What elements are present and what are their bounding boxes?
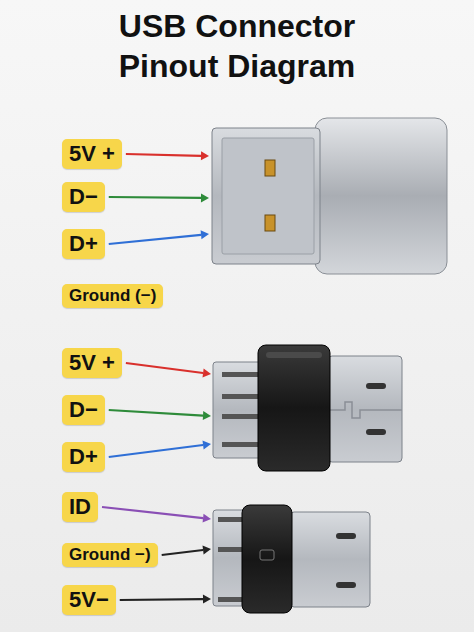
leader-line <box>120 598 203 601</box>
pin <box>222 394 262 399</box>
arrow-head <box>203 411 211 420</box>
plug-shell <box>212 128 320 264</box>
title: USB Connector Pinout Diagram <box>97 6 377 86</box>
pin-label: D− <box>62 182 105 212</box>
leader-line <box>109 445 203 457</box>
pin-name: ID <box>69 494 91 519</box>
arrow-head <box>203 595 211 604</box>
pin-label: 5V + <box>62 348 122 378</box>
plug-tip <box>290 512 370 607</box>
pin <box>218 597 244 602</box>
pin-label: D+ <box>62 229 105 259</box>
pin-name: Ground (−) <box>69 286 156 305</box>
pin-name: 5V− <box>69 587 109 612</box>
pin-name: D− <box>69 184 98 209</box>
pin <box>222 372 262 377</box>
pin-name: 5V + <box>69 141 115 166</box>
shell-inner <box>222 138 314 254</box>
arrow-head <box>201 193 209 202</box>
arrow-head <box>201 151 209 160</box>
pin-name: D− <box>69 397 98 422</box>
pin-label: D− <box>62 395 105 425</box>
leader-line <box>109 410 203 416</box>
leader-line <box>126 154 201 156</box>
leader-line <box>109 196 201 199</box>
micro-usb-plug <box>213 505 370 613</box>
arrow-head <box>203 546 211 555</box>
latch-slot <box>366 429 386 435</box>
leader-line <box>126 363 203 373</box>
plug-body <box>315 118 447 274</box>
pin <box>218 517 244 522</box>
overmold <box>258 345 330 471</box>
leader-line <box>162 550 203 555</box>
pin-name: Ground −) <box>69 545 151 564</box>
contact-window <box>265 215 275 231</box>
arrow-head <box>203 514 211 523</box>
latch-slot <box>366 383 386 389</box>
arrow-head <box>202 369 211 378</box>
micro-usb-plug <box>213 345 402 471</box>
pin <box>218 547 244 552</box>
leader-line <box>102 507 203 518</box>
contact-window <box>265 160 275 176</box>
usb-a-plug <box>212 118 447 274</box>
arrow-head <box>202 441 211 450</box>
pin-name: D+ <box>69 231 98 256</box>
pin <box>222 442 262 447</box>
pin-label: Ground (−) <box>62 284 163 307</box>
arrow-head <box>201 230 209 239</box>
highlight <box>266 352 322 358</box>
pin-label: Ground −) <box>62 543 158 566</box>
latch-slot <box>336 533 356 539</box>
pin-label: D+ <box>62 442 105 472</box>
pin-label: 5V− <box>62 585 116 615</box>
seam-line <box>328 402 402 418</box>
latch-slot <box>336 582 356 588</box>
leader-line <box>109 235 201 244</box>
pin-label: 5V + <box>62 139 122 169</box>
pin-label: ID <box>62 492 98 522</box>
plug-tip <box>328 356 402 462</box>
pin <box>222 414 262 419</box>
pin-name: D+ <box>69 444 98 469</box>
overmold <box>242 505 292 613</box>
usb-symbol <box>260 550 274 560</box>
pin-name: 5V + <box>69 350 115 375</box>
